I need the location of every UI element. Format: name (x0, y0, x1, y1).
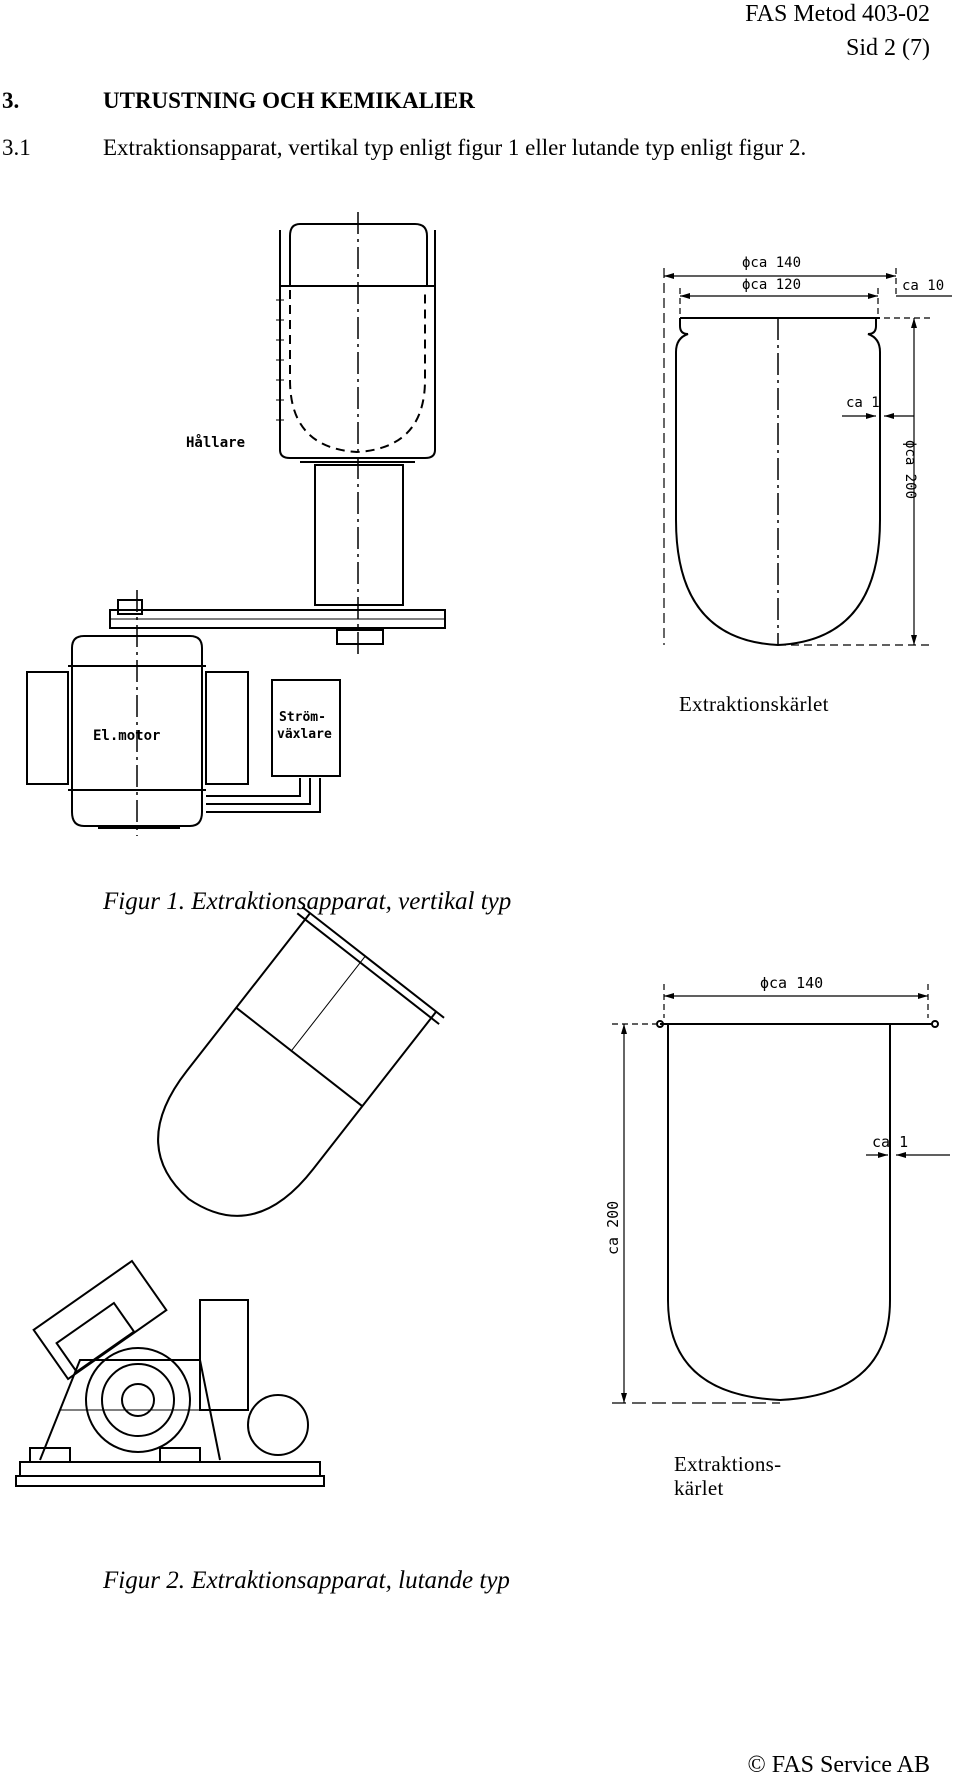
item-text: Extraktionsapparat, vertikal typ enligt … (103, 135, 807, 160)
footer-copyright: © FAS Service AB (747, 1752, 930, 1778)
label-hallare: Hållare (186, 435, 246, 451)
fig2-vessel-name-line1: Extraktions- (674, 1452, 782, 1476)
fig1-dim-wall: ca 1 (846, 395, 880, 411)
label-elmotor: El.motor (93, 728, 161, 744)
fig2-vessel-name-line2: kärlet (674, 1476, 724, 1500)
page-number: Sid 2 (7) (846, 35, 930, 61)
fig2-dim-height: ca 200 (604, 1200, 622, 1255)
label-stromvaxlare-1: Ström- (279, 710, 326, 725)
section-title: UTRUSTNING OCH KEMIKALIER (103, 88, 475, 113)
figure2-caption: Figur 2. Extraktionsapparat, lutande typ (103, 1567, 510, 1594)
document-id: FAS Metod 403-02 (745, 1, 930, 27)
fig1-dim-inner: ϕca 120 (742, 277, 802, 293)
fig1-dim-outer: ϕca 140 (742, 255, 802, 271)
section-number: 3. (2, 88, 20, 113)
fig2-dim-width: ϕca 140 (760, 974, 824, 992)
label-stromvaxlare-2: växlare (277, 727, 332, 742)
item-number: 3.1 (2, 135, 31, 160)
fig2-dim-wall: ca 1 (872, 1133, 909, 1151)
fig1-dim-rim: ca 10 (902, 278, 945, 294)
fig1-vessel-name: Extraktionskärlet (679, 692, 829, 716)
